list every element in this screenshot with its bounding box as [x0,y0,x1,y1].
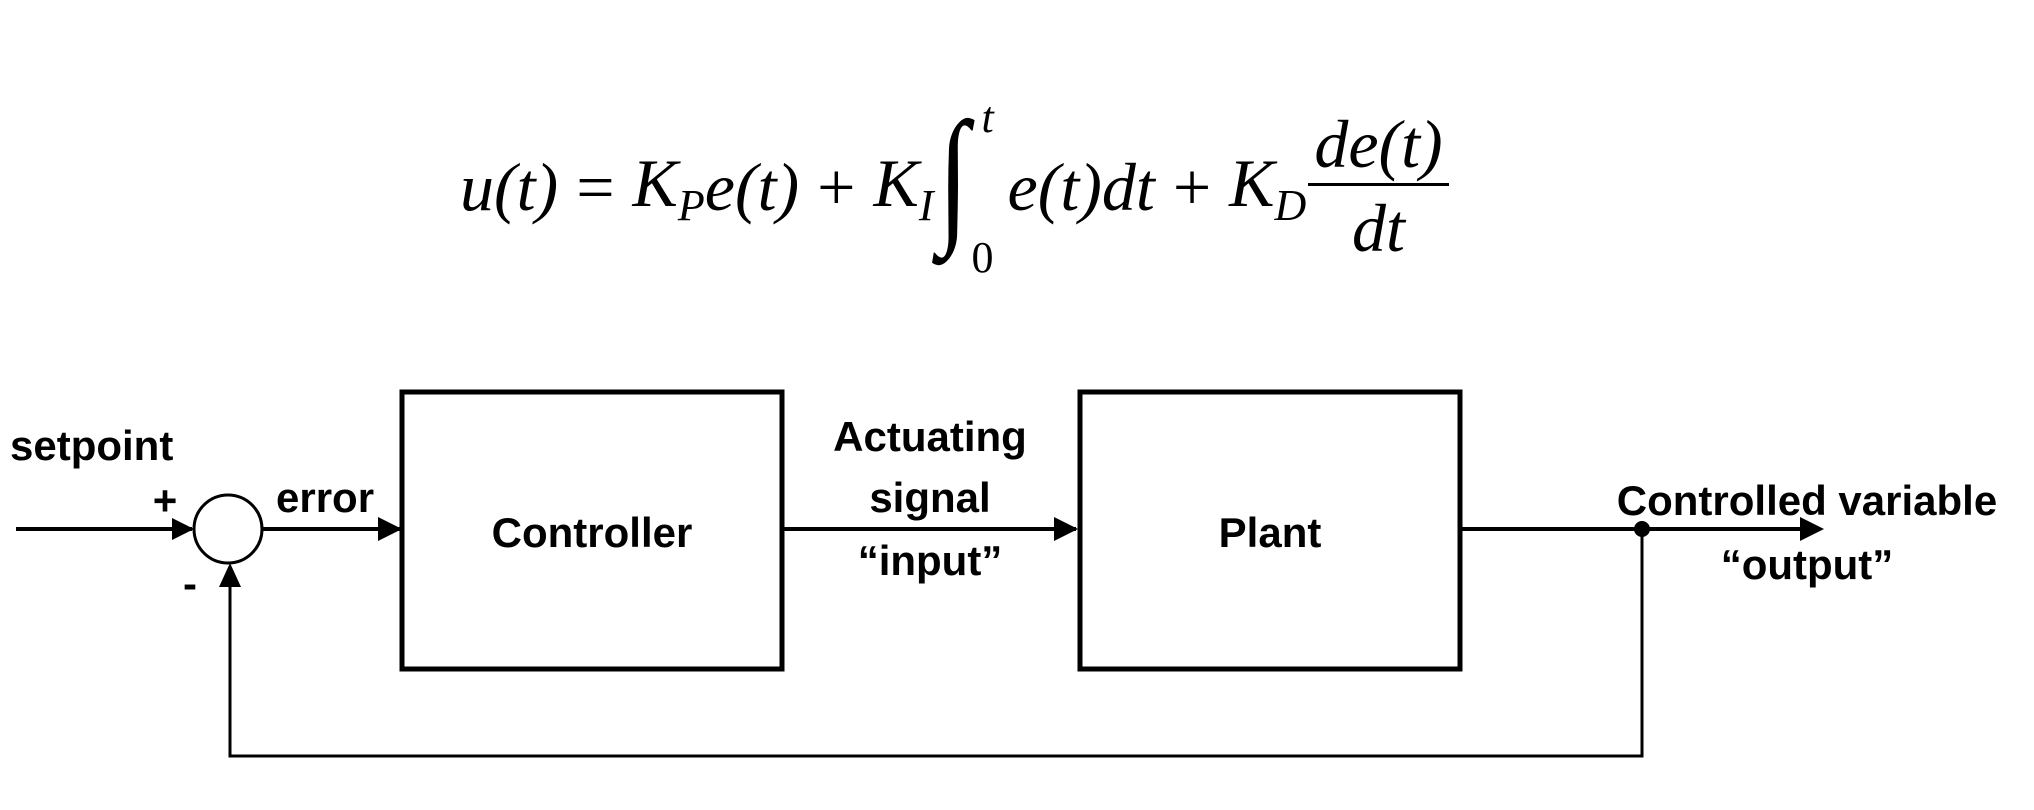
eq-kp: KP [632,144,705,230]
actuating-signal-label-2: signal [869,474,990,521]
takeoff-point [1634,521,1650,537]
arrowhead-setpoint [172,518,194,540]
eq-lhs: u(t) [460,148,559,225]
plus-sign: + [153,477,178,524]
eq-term1: e(t) [704,148,800,225]
minus-sign: - [183,560,197,607]
actuating-signal-label-1: Actuating [833,413,1027,460]
summing-junction [192,493,264,565]
plant-label: Plant [1219,509,1322,556]
output-label-2: “output” [1721,541,1894,588]
eq-plus: + [817,148,856,225]
feedback-path [228,529,1644,758]
eq-equals: = [576,148,615,225]
controller-label: Controller [492,509,693,556]
error-label: error [276,474,374,521]
eq-term2: e(t)dt [1007,148,1155,225]
arrowhead-output [1800,517,1824,541]
eq-ki: KI [873,144,934,230]
setpoint-label: setpoint [10,422,173,469]
arrowhead-error [378,517,402,541]
actuating-signal-label-3: “input” [858,537,1003,584]
derivative-fraction: de(t) dt [1308,105,1449,270]
arrowhead-actuating [1054,517,1078,541]
eq-kd: KD [1229,144,1307,230]
pid-equation: u(t) = KP e(t) + KI ∫ t 0 e(t)dt + KD de… [460,92,1449,282]
integral-sign: ∫ t 0 [937,92,994,282]
eq-plus: + [1172,148,1212,225]
arrowhead-feedback [219,563,241,587]
output-label-1: Controlled variable [1617,477,1997,524]
